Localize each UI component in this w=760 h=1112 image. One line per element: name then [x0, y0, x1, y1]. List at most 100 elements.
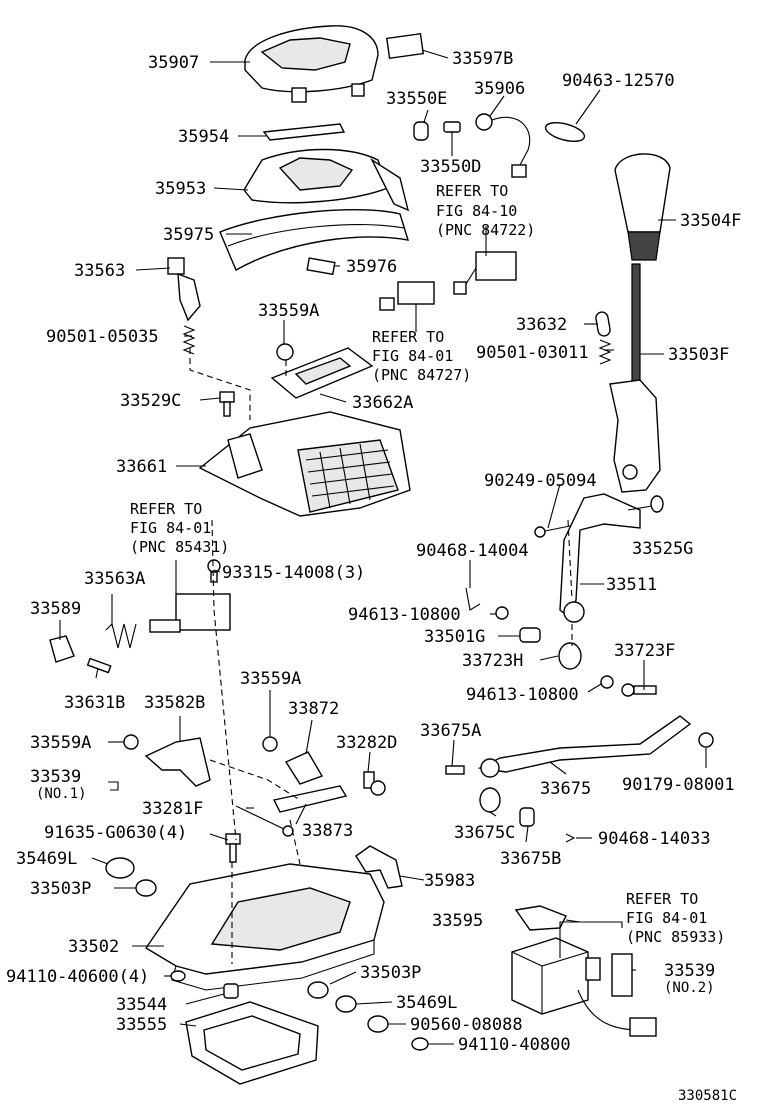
label-33501g: 33501G	[424, 627, 485, 647]
part-35975	[219, 208, 410, 271]
svg-text:FIG 84-01: FIG 84-01	[372, 347, 453, 365]
part-90501-05035	[182, 325, 196, 355]
label-35907: 35907	[148, 53, 199, 73]
label-33675a: 33675A	[420, 721, 481, 741]
label-33631b: 33631B	[64, 693, 125, 713]
refer-note-85431: REFER TO FIG 84-01 (PNC 85431)	[130, 500, 229, 556]
part-94613-10800-a	[495, 606, 509, 620]
label-33282d: 33282D	[336, 733, 397, 753]
part-90468-14004	[465, 587, 481, 611]
label-90501-05035: 90501-05035	[46, 327, 159, 347]
label-33539-no1-note: (NO.1)	[36, 786, 87, 802]
part-33502	[145, 863, 385, 991]
alignment-lines	[189, 348, 573, 964]
label-90249-05094: 90249-05094	[484, 471, 597, 491]
svg-text:FIG 84-01: FIG 84-01	[130, 519, 211, 537]
svg-text:(PNC 85431): (PNC 85431)	[130, 538, 229, 556]
part-94110-40800	[411, 1037, 429, 1051]
label-33550d: 33550D	[420, 157, 481, 177]
label-35906: 35906	[474, 79, 525, 99]
part-33597b	[385, 32, 425, 60]
label-90463-12570: 90463-12570	[562, 71, 675, 91]
part-33544	[223, 983, 239, 999]
part-33511	[559, 493, 641, 623]
refer-note-85933: REFER TO FIG 84-01 (PNC 85933)	[626, 890, 725, 946]
label-33539-no1: 33539	[30, 767, 81, 787]
label-90560-08088: 90560-08088	[410, 1015, 523, 1035]
part-33555	[185, 1001, 319, 1085]
label-90179-08001: 90179-08001	[622, 775, 735, 795]
part-35469l-top	[105, 857, 135, 879]
svg-text:(PNC 84722): (PNC 84722)	[436, 221, 535, 239]
part-33539-no2	[611, 953, 633, 997]
svg-text:(PNC 84727): (PNC 84727)	[372, 366, 471, 384]
part-33504f	[614, 153, 671, 261]
svg-text:FIG 84-10: FIG 84-10	[436, 202, 517, 220]
label-33550e: 33550E	[386, 89, 447, 109]
label-35954: 35954	[178, 127, 229, 147]
part-33525g	[650, 495, 664, 513]
refer-note-84727: REFER TO FIG 84-01 (PNC 84727)	[372, 328, 471, 384]
part-35976	[306, 257, 336, 276]
part-33675b	[519, 807, 535, 827]
part-35907	[244, 25, 379, 103]
part-33563	[167, 257, 201, 322]
part-35983	[355, 845, 403, 889]
label-33563a: 33563A	[84, 569, 145, 589]
part-33632	[595, 311, 611, 337]
label-33589: 33589	[30, 599, 81, 619]
label-33504f: 33504F	[680, 211, 741, 231]
part-93315-14008	[207, 559, 221, 583]
svg-text:FIG 84-01: FIG 84-01	[626, 909, 707, 927]
svg-text:REFER TO: REFER TO	[436, 182, 508, 200]
part-33595	[514, 905, 567, 931]
part-91635-g0630	[225, 833, 241, 863]
part-33563a	[149, 593, 231, 633]
label-33281f: 33281F	[142, 799, 203, 819]
part-control-unit-85933	[511, 937, 657, 1037]
label-90468-14004: 90468-14004	[416, 541, 529, 561]
part-35954	[262, 123, 346, 141]
label-33555: 33555	[116, 1015, 167, 1035]
part-33281f	[235, 805, 294, 837]
part-90179-08001	[698, 732, 714, 748]
part-33503p-right	[307, 981, 329, 999]
refer-note-84722: REFER TO FIG 84-10 (PNC 84722)	[436, 182, 535, 239]
part-33529c	[219, 391, 235, 417]
part-33539-no1	[108, 781, 119, 791]
label-94110-40600: 94110-40600(4)	[6, 967, 149, 987]
part-33589	[49, 635, 75, 663]
label-33675: 33675	[540, 779, 591, 799]
label-94613-10800-b: 94613-10800	[466, 685, 579, 705]
svg-text:REFER TO: REFER TO	[130, 500, 202, 518]
label-33632: 33632	[516, 315, 567, 335]
label-33544: 33544	[116, 995, 167, 1015]
label-33723h: 33723H	[462, 651, 523, 671]
label-33563: 33563	[74, 261, 125, 281]
label-35469l-bottom: 35469L	[396, 993, 457, 1013]
part-33501g	[519, 627, 541, 643]
part-33559a-left	[123, 734, 139, 750]
label-33595: 33595	[432, 911, 483, 931]
part-33723f	[621, 683, 657, 697]
label-33661: 33661	[116, 457, 167, 477]
part-33723h	[558, 642, 582, 670]
svg-text:REFER TO: REFER TO	[626, 890, 698, 908]
part-90468-14033	[565, 833, 576, 843]
label-33511: 33511	[606, 575, 657, 595]
label-33872: 33872	[288, 699, 339, 719]
label-33503f: 33503F	[668, 345, 729, 365]
figure-code: 330581C	[678, 1088, 737, 1104]
part-33550d	[443, 121, 461, 133]
part-connector-84727	[379, 281, 435, 324]
part-35953	[243, 148, 410, 212]
label-33873: 33873	[302, 821, 353, 841]
label-33503p-right: 33503P	[360, 963, 421, 983]
label-91635-g0630: 91635-G0630(4)	[44, 823, 187, 843]
label-33529c: 33529C	[120, 391, 181, 411]
part-35469l-bottom	[335, 995, 357, 1013]
label-35953: 35953	[155, 179, 206, 199]
part-33661	[198, 411, 411, 517]
part-35906	[475, 113, 531, 178]
